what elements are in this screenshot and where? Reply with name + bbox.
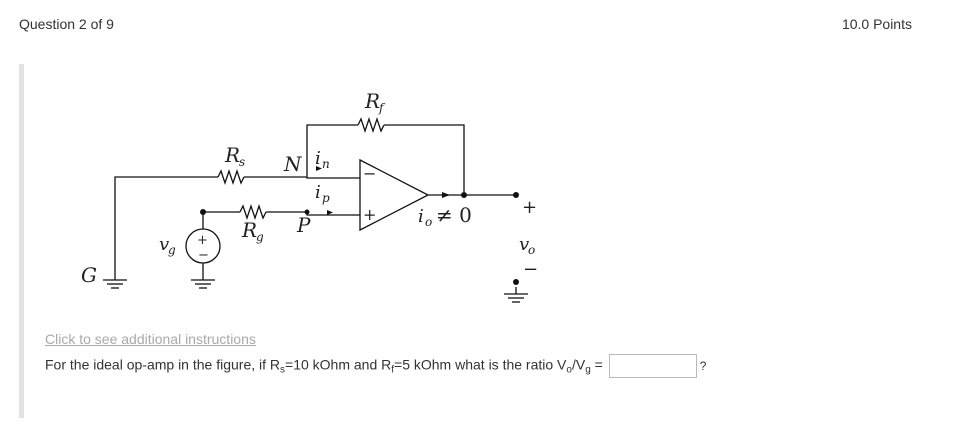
- svg-text:v: v: [519, 234, 529, 255]
- svg-text:i: i: [315, 182, 321, 203]
- wire-source-top: [202, 211, 240, 229]
- svg-text:g: g: [256, 230, 264, 244]
- svg-text:−: −: [198, 248, 209, 263]
- svg-text:G: G: [81, 263, 97, 287]
- svg-text:+: +: [522, 197, 537, 218]
- answer-input[interactable]: [608, 354, 697, 378]
- wire-feedback: [306, 124, 358, 172]
- current-arrow-io: [442, 192, 450, 198]
- op-amp-circuit-diagram: R f R s N i n i p R g P v g G i o ≠ 0 v …: [81, 89, 538, 303]
- current-arrow-ip: [327, 210, 333, 215]
- svg-text:g: g: [168, 243, 176, 257]
- svg-text:f: f: [378, 101, 386, 115]
- wire-n-node: [306, 172, 360, 179]
- svg-text:o: o: [528, 243, 535, 257]
- svg-text:s: s: [239, 155, 245, 169]
- svg-text:+: +: [197, 233, 208, 248]
- svg-text:p: p: [322, 191, 330, 205]
- svg-text:+: +: [363, 205, 376, 224]
- points-value: 10.0 Points: [841, 16, 912, 32]
- question-counter: Question 2 of 9: [19, 16, 114, 32]
- svg-text:P: P: [296, 213, 311, 237]
- additional-instructions-link[interactable]: Click to see additional instructions: [45, 331, 256, 347]
- svg-text:i: i: [418, 206, 424, 227]
- svg-text:o: o: [425, 215, 432, 229]
- svg-text:R: R: [241, 218, 257, 242]
- resistor-rs: [217, 168, 245, 186]
- svg-text:v: v: [159, 234, 169, 255]
- wire-p-node: [266, 211, 360, 216]
- resistor-rg: [239, 203, 267, 221]
- svg-text:R: R: [364, 89, 380, 113]
- op-amp-triangle: [359, 158, 430, 232]
- wire-left-top: [114, 176, 218, 273]
- current-arrow-in: [316, 166, 322, 171]
- svg-text:N: N: [283, 152, 303, 176]
- svg-text:i: i: [315, 148, 321, 169]
- question-left-bar: [19, 64, 24, 418]
- resistor-rf: [357, 116, 385, 134]
- svg-text:≠ 0: ≠ 0: [436, 203, 472, 227]
- question-text: For the ideal op-amp in the figure, if R…: [45, 354, 706, 378]
- svg-text:R: R: [224, 143, 240, 167]
- svg-text:−: −: [523, 259, 538, 280]
- svg-text:−: −: [363, 164, 376, 183]
- wire-feedback-right: [384, 124, 465, 192]
- svg-text:n: n: [322, 157, 330, 171]
